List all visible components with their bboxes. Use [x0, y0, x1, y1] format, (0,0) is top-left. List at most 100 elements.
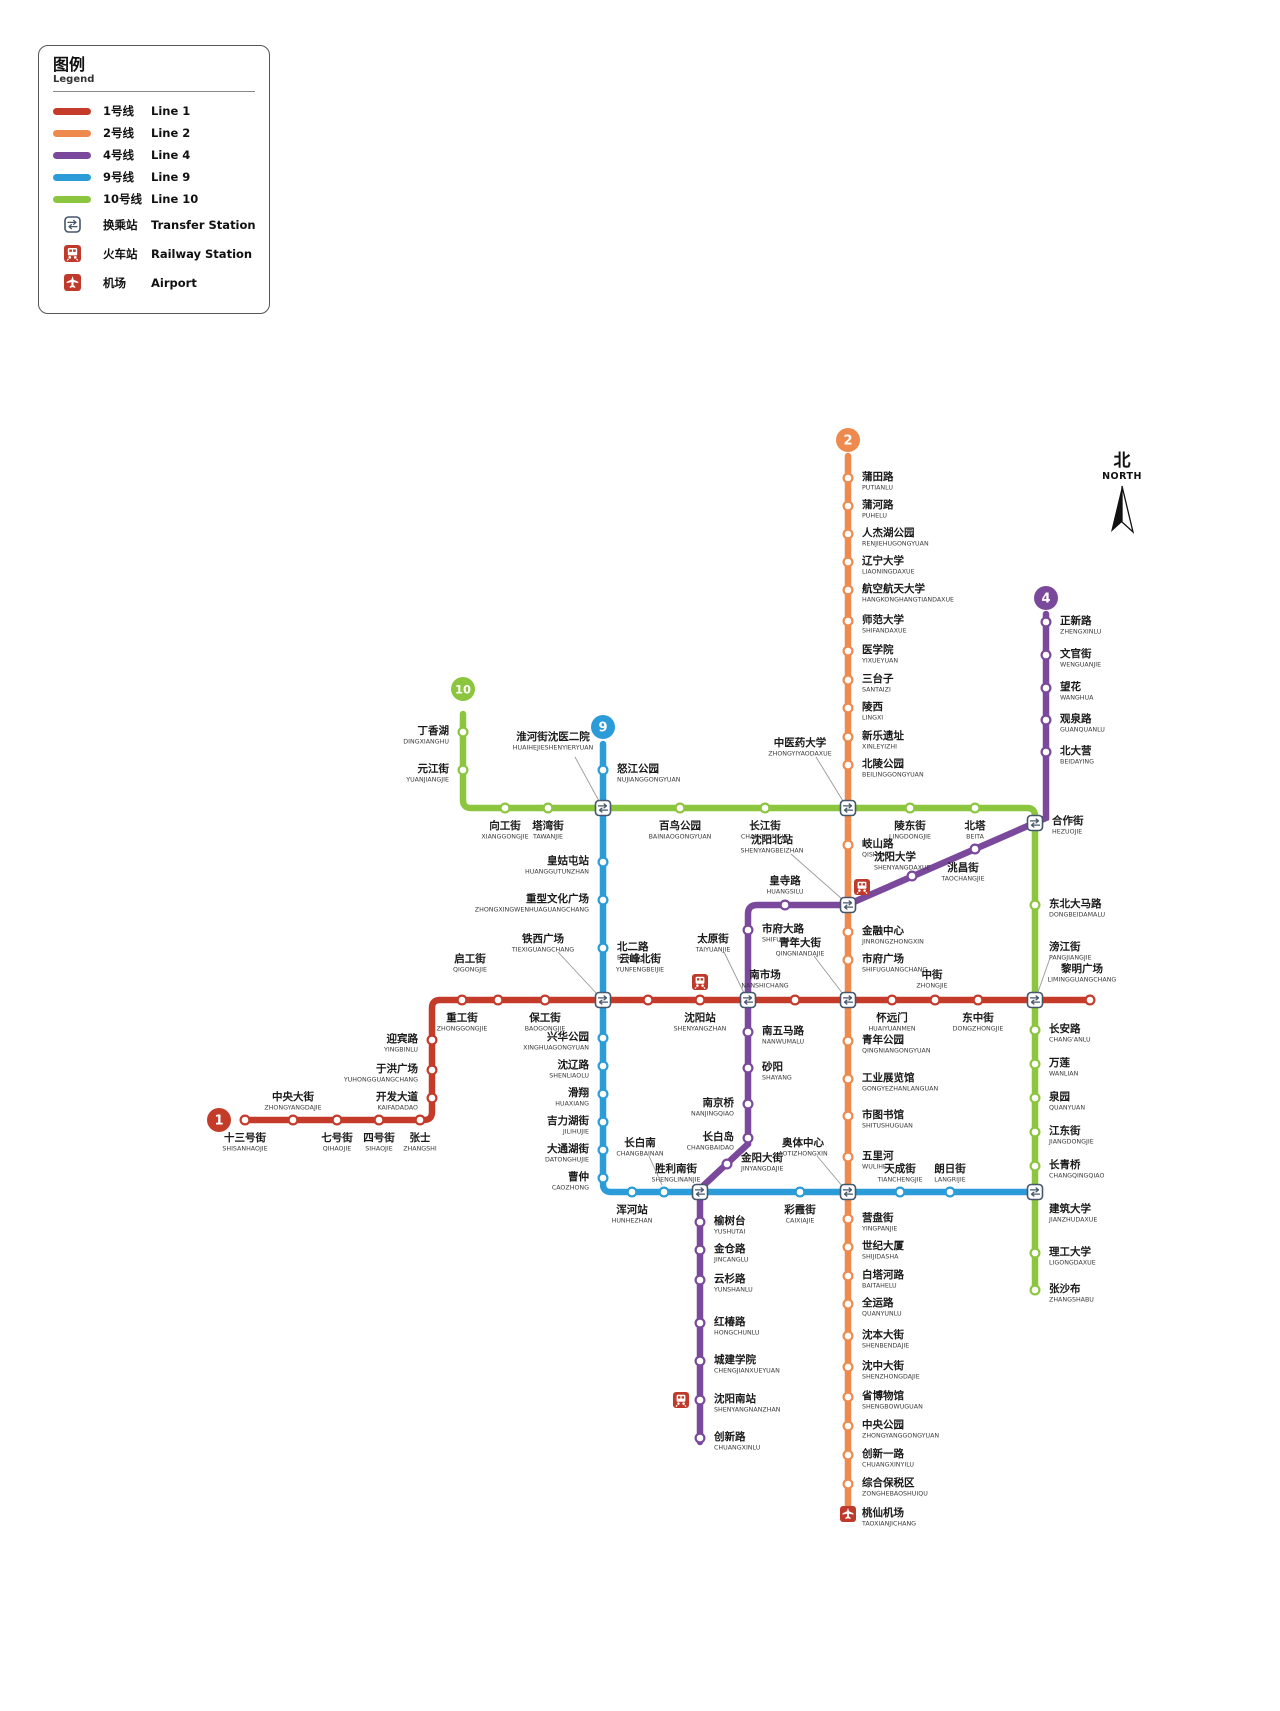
- legend-line4-zh: 4号线: [103, 148, 135, 163]
- station-label-en: XIANGGONGJIE: [481, 834, 528, 841]
- line9-color-bar: [53, 173, 91, 181]
- station-label-en: GUANQUANLU: [1060, 727, 1105, 734]
- station-label-zh: 东北大马路: [1049, 897, 1102, 910]
- label-leader-line: [813, 955, 844, 995]
- station-label-zh: 青年公园: [862, 1033, 904, 1046]
- station-label-zh: 迎宾路: [387, 1032, 419, 1045]
- station-dot: [1029, 1092, 1041, 1104]
- railway-station-icon: [673, 1392, 689, 1408]
- station-label-zh: 金融中心: [861, 924, 904, 937]
- legend-header: 图例 Legend: [53, 55, 255, 93]
- station-label-zh: 沈阳大学: [874, 850, 916, 863]
- station-label-zh: 泉园: [1048, 1090, 1070, 1103]
- station-label-zh: 十三号街: [224, 1131, 266, 1144]
- station-label-zh: 蒲田路: [862, 470, 894, 483]
- station-qingniangongyuan: 青年公园 QINGNIANGONGYUAN: [842, 1033, 931, 1055]
- station-dot: [539, 994, 551, 1006]
- station-dot: [287, 1114, 299, 1126]
- station-label-zh: 长安路: [1049, 1022, 1081, 1035]
- station-label-en: QISHANLU: [862, 852, 895, 859]
- compass-north-en: NORTH: [1102, 470, 1142, 482]
- line1-badge-label: 1: [214, 1114, 223, 1129]
- station-dot: [842, 759, 854, 771]
- station-label-en: DONGBEIDAMALU: [1049, 912, 1106, 919]
- station-dot: [969, 802, 981, 814]
- station-dot: [1040, 649, 1052, 661]
- station-label-zh: 南五马路: [762, 1024, 804, 1037]
- legend-title-en: Legend: [53, 74, 95, 86]
- station-label-en: JINYANGDAJIE: [740, 1166, 783, 1173]
- station-label-en: LIAONINGDAXUE: [862, 569, 915, 576]
- station-label-zh: 兴华公园: [547, 1030, 589, 1043]
- station-label-zh: 洮昌街: [947, 861, 979, 874]
- legend-row-railway: 火车站 Railway Station: [53, 239, 255, 268]
- station-label-en: SHIJIDASHA: [862, 1254, 899, 1261]
- transfer-station-icon: [839, 799, 857, 817]
- station-dot: [694, 1317, 706, 1329]
- station-label-en: YINGBINLU: [383, 1047, 418, 1054]
- station-label-zh: 中医药大学: [774, 736, 827, 749]
- line10-path: [459, 710, 1039, 1294]
- station-label-zh: 文官街: [1059, 647, 1092, 660]
- station-label-zh: 元江街: [418, 762, 450, 775]
- station-label-zh: 中街: [922, 968, 943, 981]
- station-label-en: SHIFUGUANGCHANG: [862, 967, 927, 974]
- station-dot: [842, 731, 854, 743]
- station-label-en: YUHONGGUANGCHANG: [343, 1077, 418, 1084]
- station-label-en: QUANYUAN: [1049, 1105, 1085, 1112]
- station-label-zh: 综合保税区: [862, 1476, 915, 1489]
- station-label-en: SHENZHONGDAJIE: [862, 1374, 920, 1381]
- station-label-en: PUHELU: [862, 513, 887, 520]
- station-label-zh: 滑翔: [568, 1086, 589, 1099]
- station-label-en: BEITA: [966, 834, 985, 841]
- station-label-zh: 黎明广场: [1060, 962, 1103, 975]
- legend-railway-zh: 火车站: [103, 246, 138, 261]
- station-label-zh: 北陵公园: [862, 757, 904, 770]
- station-dot: [842, 1330, 854, 1342]
- station-label-en: CHUANGXINYILU: [862, 1462, 914, 1469]
- station-label-zh: 北大营: [1060, 744, 1092, 757]
- station-label-en: JIANZHUDAXUE: [1048, 1217, 1097, 1224]
- station-label-en: NANJINGQIAO: [691, 1111, 734, 1118]
- station-label-en: CHANGQINGQIAO: [1049, 1173, 1104, 1180]
- station-label-en: SHENGLINANJIE: [651, 1177, 700, 1184]
- station-dot: [597, 1060, 609, 1072]
- station-dot: [759, 802, 771, 814]
- station-label-zh: 怒江公园: [617, 762, 659, 775]
- station-label-en: TAOXIANJICHANG: [861, 1521, 916, 1528]
- station-label-zh: 南京桥: [703, 1096, 735, 1109]
- station-label-en: CAOZHONG: [552, 1185, 589, 1192]
- station-label-zh: 胜利南街: [654, 1162, 697, 1175]
- station-dot: [906, 870, 918, 882]
- station-dot: [426, 1034, 438, 1046]
- legend-airport-en: Airport: [151, 275, 197, 290]
- station-dot: [842, 1151, 854, 1163]
- station-label-zh: 曹仲: [568, 1170, 589, 1183]
- station-label-en: QINGNIANGONGYUAN: [862, 1048, 931, 1055]
- station-label-zh: 建筑大学: [1048, 1202, 1091, 1215]
- station-label-en: YINGPANJIE: [861, 1226, 897, 1233]
- station-label-zh: 启工街: [454, 952, 486, 965]
- station-label-zh: 创新一路: [861, 1447, 904, 1460]
